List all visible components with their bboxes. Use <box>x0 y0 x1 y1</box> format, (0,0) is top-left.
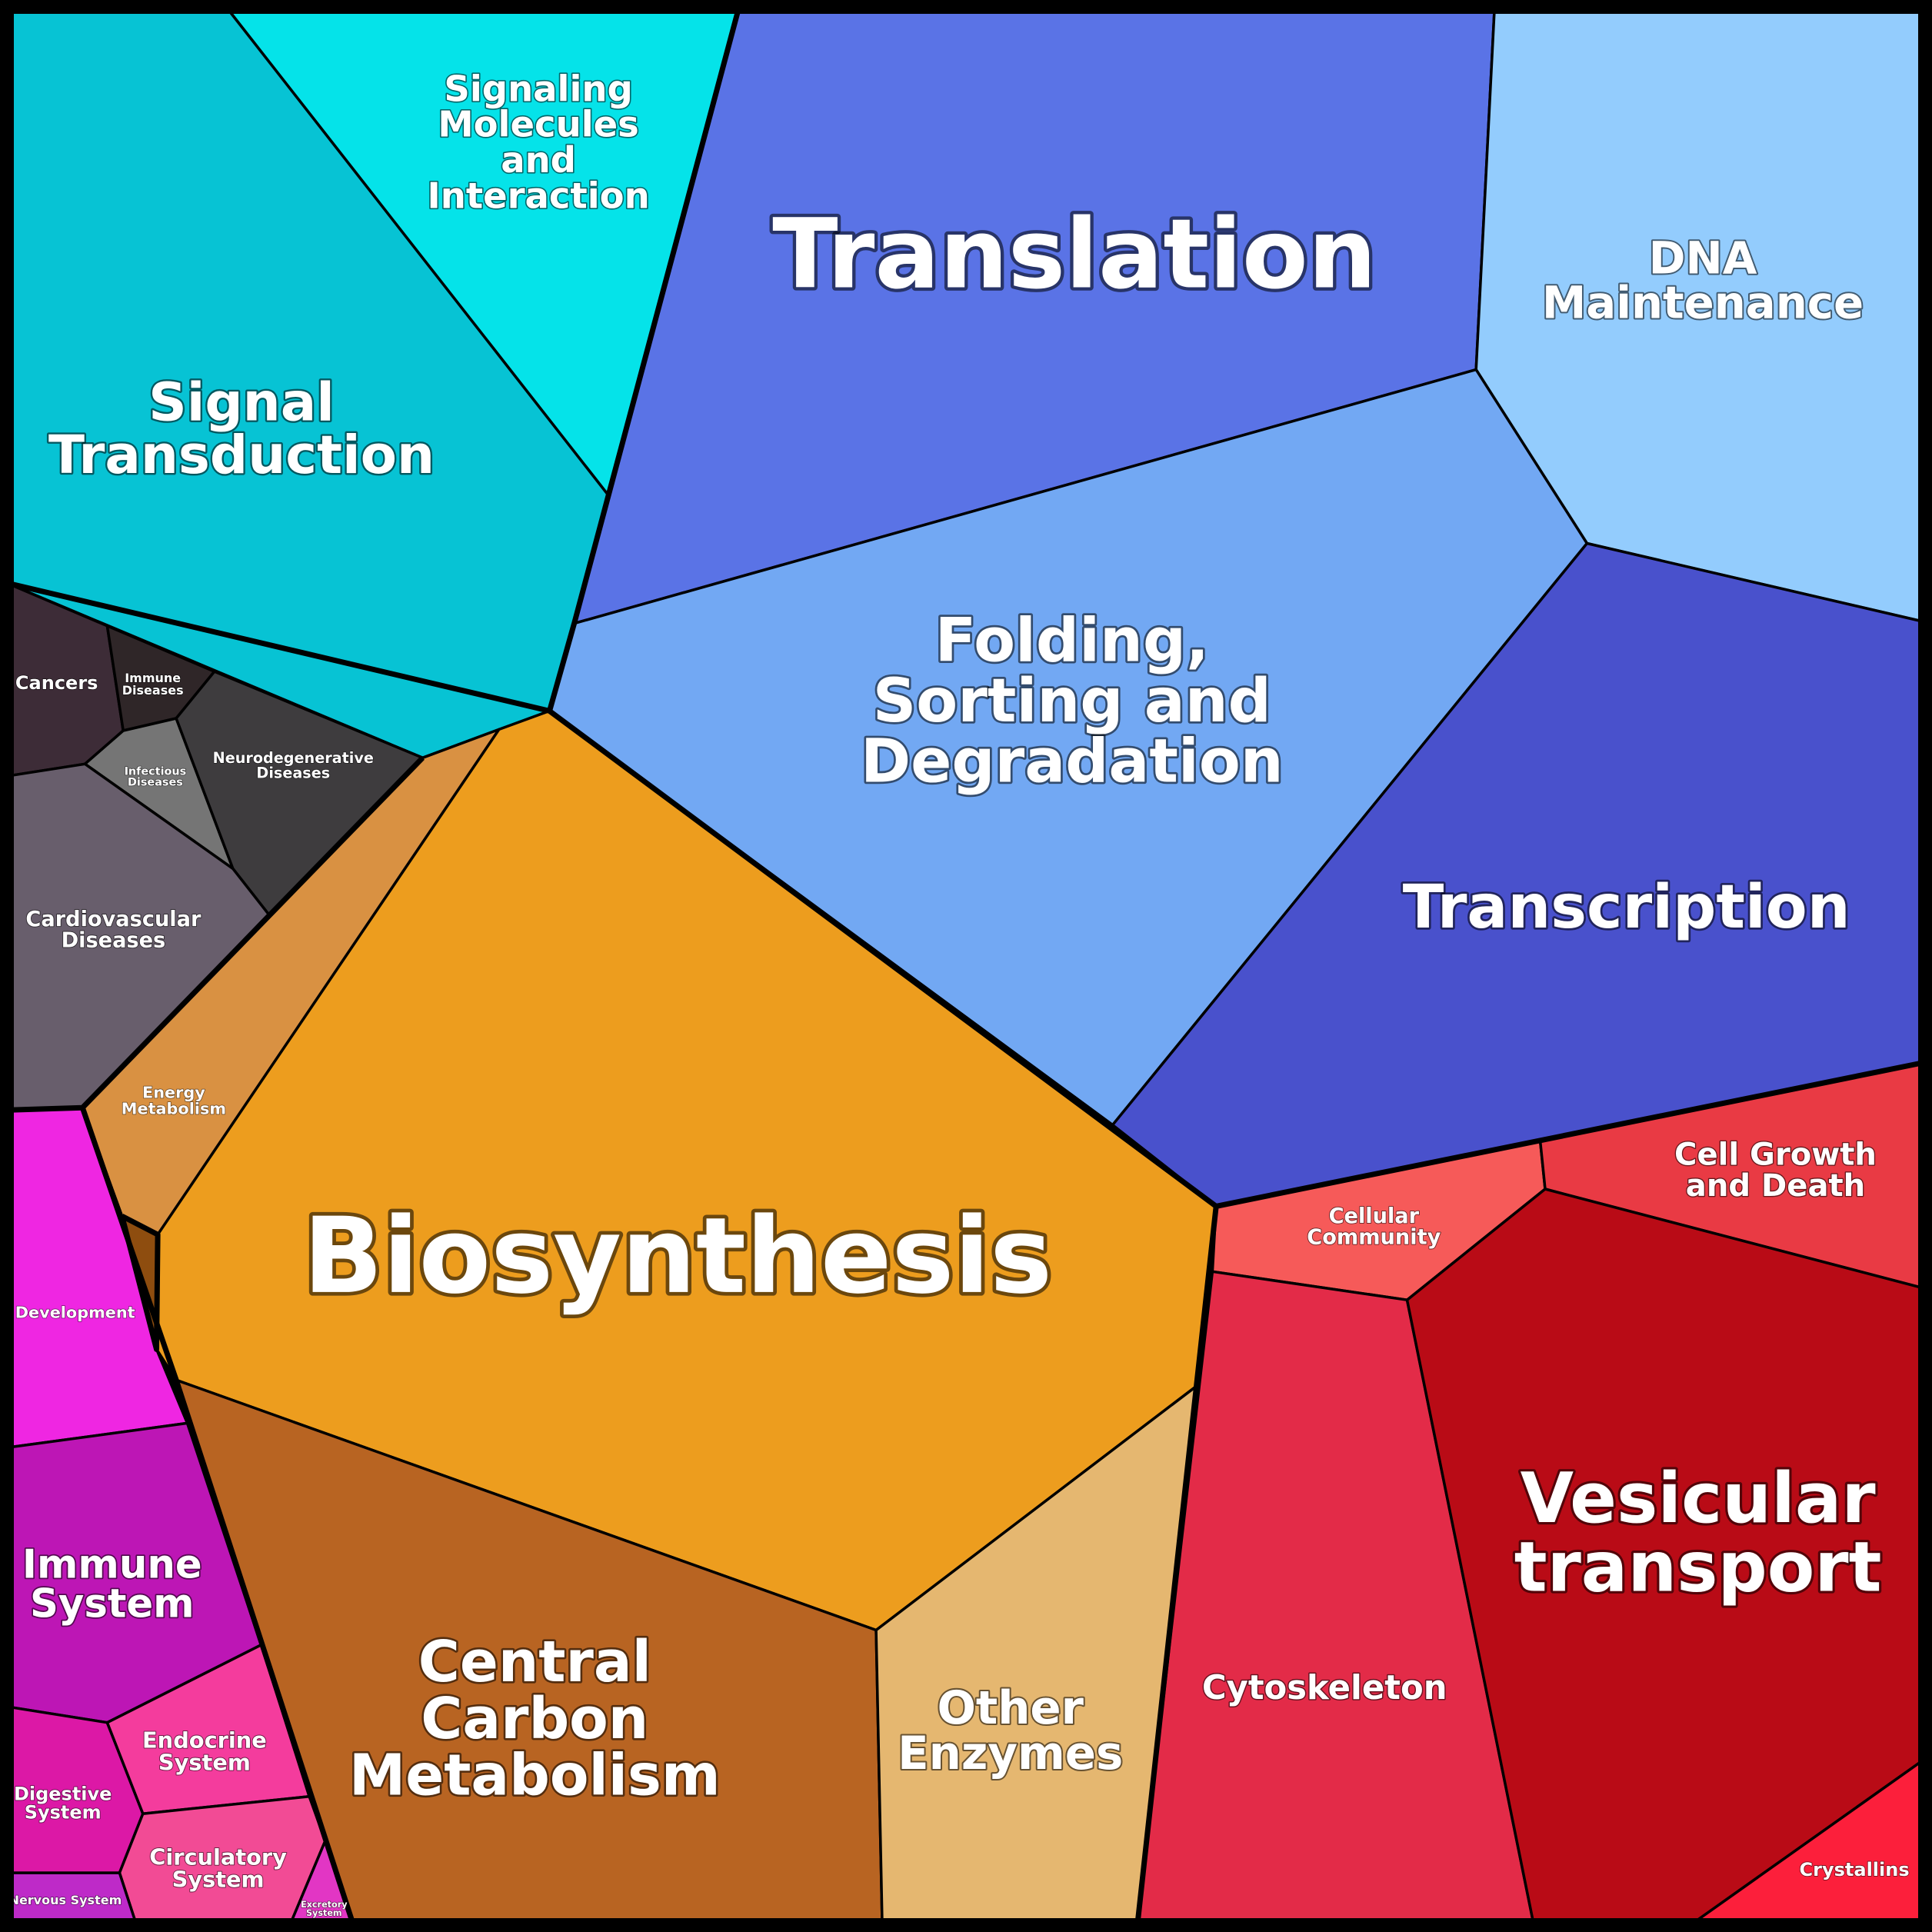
group-boundary <box>1134 1206 1219 1927</box>
label-line: Molecules <box>438 104 639 145</box>
label-cytoskeleton: Cytoskeleton <box>1202 1669 1447 1707</box>
label-line: and <box>501 139 576 181</box>
group-boundary <box>571 5 742 625</box>
group-boundary <box>119 1214 161 1352</box>
label-line: Energy <box>142 1084 205 1102</box>
label-line: Central <box>418 1630 651 1695</box>
label-line: System <box>25 1802 102 1824</box>
label-line: Excretory <box>301 1900 348 1910</box>
label-line: Cardiovascular <box>25 908 202 931</box>
group-boundary <box>79 1107 357 1927</box>
label-line: Folding, <box>935 605 1209 676</box>
label-transcription: Transcription <box>1403 871 1850 942</box>
group-boundary <box>5 580 1927 1209</box>
label-line: Infectious <box>125 765 187 778</box>
label-line: Sorting and <box>873 665 1271 736</box>
label-line: Cellular <box>1329 1204 1420 1228</box>
label-crystallins: Crystallins <box>1800 1859 1910 1880</box>
label-line: Cell Growth <box>1674 1138 1877 1173</box>
label-line: Signal <box>148 371 335 433</box>
cells-layer <box>5 5 1927 1927</box>
label-line: Maintenance <box>1542 276 1864 328</box>
label-line: Transcription <box>1403 871 1850 942</box>
label-line: System <box>306 1908 342 1918</box>
label-line: Diseases <box>256 764 330 781</box>
label-line: Vesicular <box>1521 1459 1876 1539</box>
label-line: transport <box>1514 1528 1882 1608</box>
label-line: Diseases <box>62 928 166 952</box>
label-cancers: Cancers <box>15 672 98 694</box>
label-line: DNA <box>1649 232 1757 285</box>
label-line: Enzymes <box>898 1727 1123 1780</box>
label-line: Digestive <box>14 1783 112 1804</box>
label-biosynthesis: Biosynthesis <box>303 1196 1052 1317</box>
label-translation: Translation <box>772 198 1377 310</box>
label-line: System <box>158 1749 251 1775</box>
label-line: Degradation <box>861 726 1284 797</box>
label-line: Interaction <box>427 175 649 217</box>
label-nervous-system: Nervous System <box>9 1893 122 1907</box>
label-line: System <box>30 1581 195 1627</box>
label-line: Development <box>15 1304 135 1322</box>
label-line: Biosynthesis <box>303 1196 1052 1317</box>
label-line: Carbon <box>421 1687 648 1752</box>
label-line: Transduction <box>48 425 435 486</box>
label-line: Diseases <box>128 777 183 789</box>
label-line: Other <box>937 1681 1084 1734</box>
label-line: Neurodegenerative <box>213 749 374 767</box>
label-line: Metabolism <box>122 1100 226 1118</box>
label-line: Metabolism <box>349 1744 721 1809</box>
label-line: Endocrine <box>142 1727 267 1754</box>
label-line: Signaling <box>444 68 632 109</box>
label-line: Circulatory <box>149 1844 287 1870</box>
label-line: Cytoskeleton <box>1202 1669 1447 1707</box>
label-line: Crystallins <box>1800 1859 1910 1880</box>
label-line: Diseases <box>122 683 184 698</box>
label-line: Immune <box>22 1541 202 1587</box>
label-line: System <box>172 1867 265 1893</box>
label-line: Community <box>1307 1226 1441 1250</box>
label-line: Cancers <box>15 672 98 694</box>
group-outlines <box>5 5 1927 1927</box>
label-line: Nervous System <box>9 1893 122 1907</box>
group-boundary <box>547 622 577 712</box>
label-line: Translation <box>772 198 1377 310</box>
label-line: and Death <box>1686 1168 1865 1204</box>
label-line: Immune <box>125 671 181 685</box>
label-development: Development <box>15 1304 135 1322</box>
